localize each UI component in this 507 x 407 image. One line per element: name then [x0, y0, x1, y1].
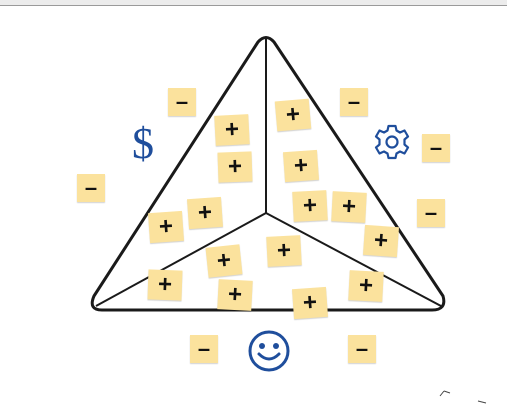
divider-left	[95, 212, 267, 307]
plus-sticky[interactable]: +	[282, 149, 320, 183]
diagram-canvas: $ – – – – – – – + + + + + + + + + + + + …	[0, 6, 507, 407]
minus-sticky[interactable]: –	[340, 88, 368, 116]
minus-sticky[interactable]: –	[422, 134, 450, 162]
divider-right	[265, 212, 442, 307]
plus-sticky[interactable]: +	[274, 98, 312, 132]
plus-sticky[interactable]: +	[266, 235, 302, 267]
plus-sticky[interactable]: +	[348, 270, 384, 302]
plus-sticky[interactable]: +	[292, 190, 328, 222]
minus-sticky[interactable]: –	[190, 335, 218, 363]
plus-sticky[interactable]: +	[214, 114, 250, 146]
triangle-diagram	[90, 36, 446, 312]
minus-sticky[interactable]: –	[168, 88, 196, 116]
minus-sticky[interactable]: –	[348, 335, 376, 363]
plus-sticky[interactable]: +	[291, 286, 329, 320]
plus-sticky[interactable]: +	[147, 269, 183, 301]
plus-sticky[interactable]: +	[205, 244, 243, 278]
dollar-icon: $	[132, 119, 154, 168]
minus-sticky[interactable]: –	[417, 199, 445, 227]
smiley-icon	[248, 330, 290, 372]
plus-sticky[interactable]: +	[217, 279, 253, 311]
plus-sticky[interactable]: +	[362, 224, 400, 258]
triangle-outline	[90, 36, 446, 312]
window-top-edge	[0, 0, 507, 6]
gear-icon	[374, 124, 410, 160]
plus-sticky[interactable]: +	[217, 151, 253, 183]
plus-sticky[interactable]: +	[186, 196, 224, 230]
plus-sticky[interactable]: +	[331, 191, 367, 223]
resize-cursor-icon	[439, 390, 487, 404]
minus-sticky[interactable]: –	[77, 174, 105, 202]
plus-sticky[interactable]: +	[147, 210, 185, 244]
